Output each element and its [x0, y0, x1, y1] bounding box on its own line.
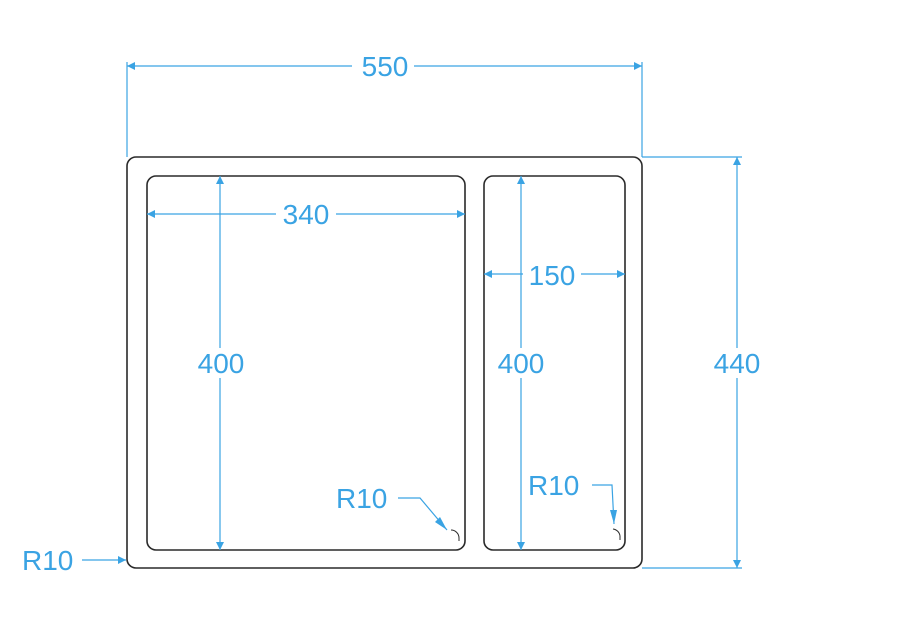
- radius-outer-corner-label: R10: [22, 545, 73, 576]
- radius-right-bowl-corner: R10: [528, 470, 621, 540]
- right-bowl-outline: [483, 175, 626, 551]
- radius-outer-corner: R10: [22, 545, 126, 576]
- dim-left-bowl-width-label: 340: [283, 199, 330, 230]
- dim-overall-width: 550: [126, 51, 643, 157]
- dim-right-bowl-height-label: 400: [498, 348, 545, 379]
- dim-right-bowl-height: 400: [492, 176, 550, 550]
- dim-left-bowl-width: 340: [147, 199, 465, 230]
- radius-left-bowl-corner: R10: [336, 483, 460, 541]
- dim-overall-width-label: 550: [362, 51, 409, 82]
- dim-left-bowl-height: 400: [192, 176, 250, 550]
- dim-overall-height-label: 440: [714, 348, 761, 379]
- dim-left-bowl-height-label: 400: [198, 348, 245, 379]
- dim-right-bowl-width: 150: [484, 260, 625, 291]
- radius-left-bowl-corner-label: R10: [336, 483, 387, 514]
- left-bowl-outline: [146, 175, 466, 551]
- dim-overall-height: 440: [642, 156, 767, 569]
- radius-right-bowl-corner-label: R10: [528, 470, 579, 501]
- dim-right-bowl-width-label: 150: [529, 260, 576, 291]
- outer-outline: [126, 156, 643, 569]
